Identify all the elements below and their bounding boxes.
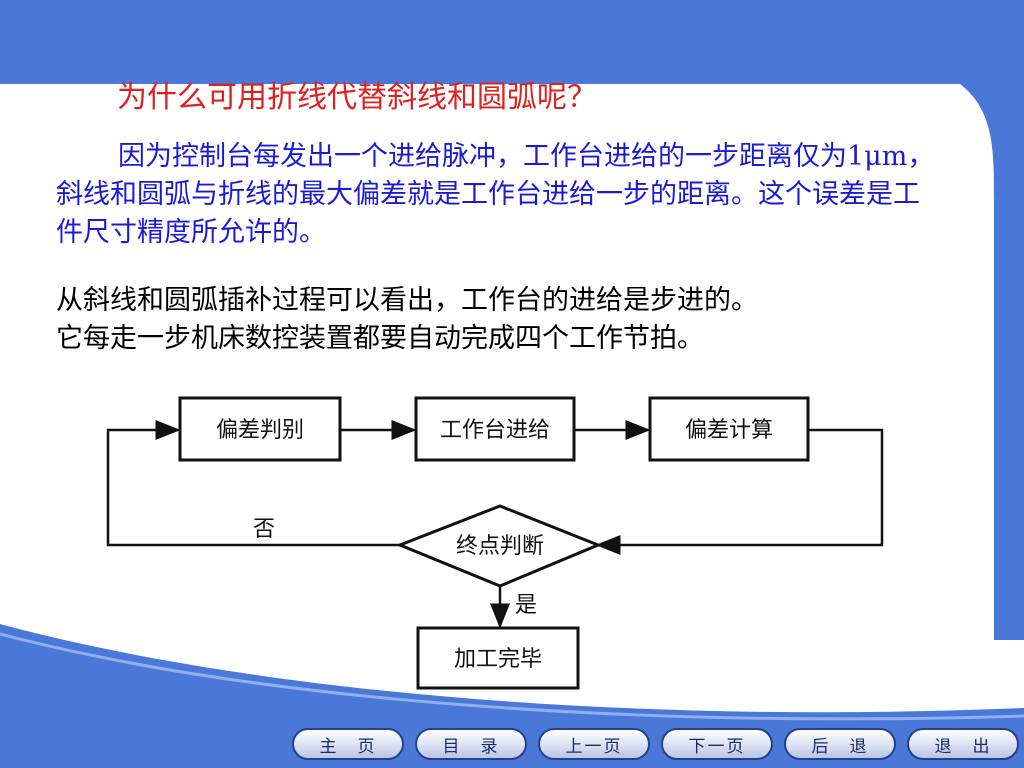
- arrow-calc-to-end: [595, 428, 884, 555]
- interpolation-flowchart: 偏差判别 工作台进给 偏差计算 终点判断 否 是 加工完毕: [106, 396, 884, 690]
- arrow-no-loop: [106, 420, 402, 547]
- back-button[interactable]: 后 退: [784, 728, 896, 760]
- label-no: 否: [253, 517, 275, 542]
- contents-button[interactable]: 目 录: [415, 728, 527, 760]
- diamond-end-judge: [395, 504, 602, 588]
- label-finish: 加工完毕: [454, 647, 542, 672]
- summary-line-1: 从斜线和圆弧插补过程可以看出，工作台的进给是步进的。: [56, 285, 758, 316]
- label-table-feed: 工作台进给: [440, 418, 550, 443]
- summary-line-2: 它每走一步机床数控装置都要自动完成四个工作节拍。: [56, 323, 704, 354]
- box-deviation-judge: [178, 396, 342, 462]
- header-band: [0, 0, 1024, 84]
- prev-page-button[interactable]: 上一页: [538, 728, 650, 760]
- exit-button[interactable]: 退 出: [907, 728, 1019, 760]
- summary-paragraph: 从斜线和圆弧插补过程可以看出，工作台的进给是步进的。 它每走一步机床数控装置都要…: [56, 282, 956, 358]
- next-page-button[interactable]: 下一页: [661, 728, 773, 760]
- slide-title: 为什么可用折线代替斜线和圆弧呢？: [117, 80, 597, 115]
- home-button[interactable]: 主 页: [292, 728, 404, 760]
- explanation-paragraph: 因为控制台每发出一个进给脉冲，工作台进给的一步距离仅为1μm，斜线和圆弧与折线的…: [56, 141, 935, 248]
- right-side-band: [994, 0, 1024, 640]
- box-finish: [416, 626, 580, 690]
- label-deviation-judge: 偏差判别: [216, 418, 304, 443]
- navigation-bar: 主 页 目 录 上一页 下一页 后 退 退 出: [292, 728, 1019, 760]
- box-table-feed: [414, 396, 576, 462]
- header-decoration: [960, 84, 994, 200]
- label-yes: 是: [515, 593, 537, 618]
- label-end-judge: 终点判断: [456, 534, 544, 559]
- box-deviation-calc: [648, 396, 810, 462]
- label-deviation-calc: 偏差计算: [685, 418, 773, 443]
